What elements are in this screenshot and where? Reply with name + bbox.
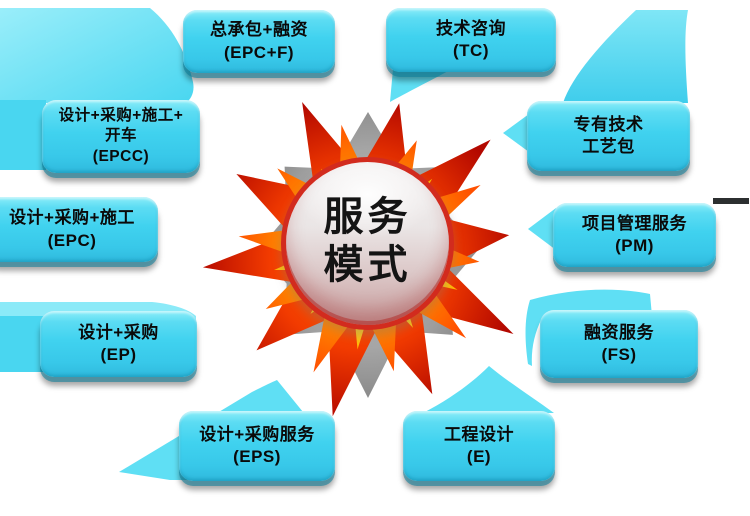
- top-left-wing: [0, 8, 194, 103]
- node-code: (E): [466, 447, 492, 466]
- ptp-top-ribbon: [563, 10, 688, 103]
- back-ribbons: [0, 8, 688, 372]
- node-label-2: 工艺包: [582, 137, 635, 156]
- node-label: 项目管理服务: [582, 213, 687, 233]
- node-pm: 项目管理服务 (PM): [553, 203, 716, 267]
- right-edge-shadow-line: [713, 198, 749, 204]
- node-ep: 设计+采购 (EP): [40, 311, 197, 377]
- fs-tail: [525, 289, 652, 366]
- node-code: (TC): [453, 41, 489, 60]
- ptp-left-tip: [503, 114, 529, 152]
- node-label: 工程设计: [444, 424, 514, 444]
- node-tc: 技术咨询 (TC): [386, 8, 556, 72]
- node-e: 工程设计 (E): [403, 411, 555, 481]
- node-label-2: 开车: [104, 127, 137, 145]
- node-code: (PM): [615, 236, 654, 255]
- node-code: (EPC): [47, 230, 97, 250]
- node-code: (EP): [100, 345, 137, 364]
- node-code: (EPCC): [92, 147, 150, 165]
- node-proprietary-tech-package: 专有技术 工艺包: [527, 101, 690, 171]
- node-label: 总承包+融资: [210, 20, 308, 40]
- node-label: 设计+采购服务: [199, 424, 315, 444]
- center-title: 服务 模式: [323, 195, 412, 287]
- node-fs: 融资服务 (FS): [540, 310, 698, 378]
- node-epcc: 设计+采购+施工+ 开车 (EPCC): [42, 100, 200, 173]
- node-label: 设计+采购+施工+: [58, 107, 184, 125]
- node-code: (EPS): [233, 447, 281, 466]
- node-eps: 设计+采购服务 (EPS): [179, 411, 335, 481]
- node-epc: 设计+采购+施工 (EPC): [0, 197, 158, 262]
- node-label: 设计+采购: [78, 322, 159, 342]
- pm-left-tip: [528, 208, 556, 250]
- node-code: (FS): [601, 345, 637, 364]
- node-label: 技术咨询: [436, 18, 506, 38]
- node-label: 设计+采购+施工: [9, 208, 135, 228]
- node-label: 融资服务: [584, 322, 654, 342]
- node-code: (EPC+F): [223, 42, 295, 62]
- center-sphere: 服务 模式: [281, 157, 454, 330]
- ep-left-ribbon: [0, 316, 46, 372]
- tc-tail: [390, 69, 452, 102]
- node-epc-plus-f: 总承包+融资 (EPC+F): [183, 10, 335, 73]
- e-peak-tail: [423, 366, 554, 413]
- epcc-left-ribbon: [0, 100, 46, 170]
- node-label: 专有技术: [573, 114, 644, 134]
